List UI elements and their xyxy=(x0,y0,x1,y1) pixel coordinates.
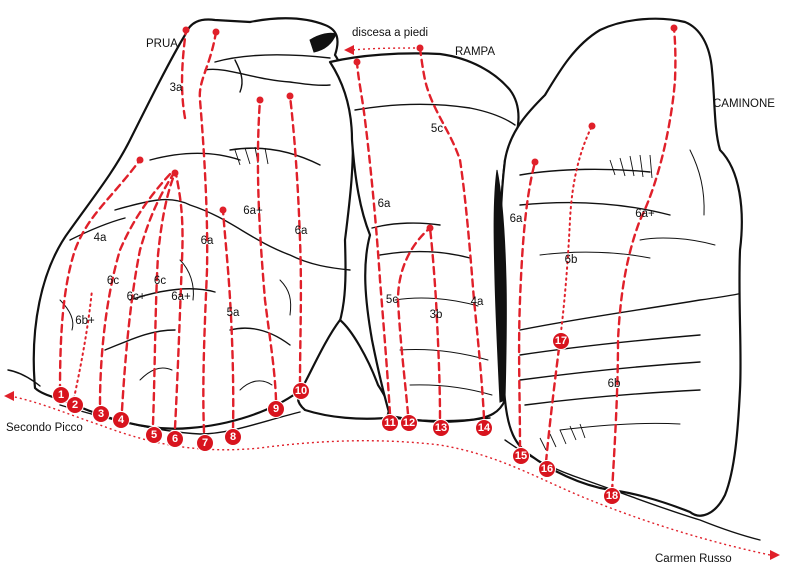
grade-route-2: 6b+ xyxy=(75,315,95,327)
route-line-3 xyxy=(98,170,174,406)
shading xyxy=(234,146,653,451)
prua-block xyxy=(32,17,354,430)
approach-paths xyxy=(4,45,780,560)
place-labels: PRUA discesa a piedi RAMPA CAMINONE Seco… xyxy=(6,27,775,565)
svg-text:15: 15 xyxy=(515,450,527,462)
route-badges: 1 2 3 4 5 6 7 8 9 10 11 12 13 14 15 16 1… xyxy=(52,332,621,505)
route-badge-6[interactable]: 6 xyxy=(166,430,184,448)
route-badge-16[interactable]: 16 xyxy=(538,460,556,478)
route-line-6 xyxy=(173,172,184,430)
svg-text:12: 12 xyxy=(403,417,415,429)
grade-route-4: 6c+ xyxy=(127,291,146,303)
route-badge-11[interactable]: 11 xyxy=(381,414,399,432)
grade-route-10: 6a xyxy=(295,225,308,237)
label-carmen-russo: Carmen Russo xyxy=(655,553,732,565)
route-badge-10[interactable]: 10 xyxy=(292,382,310,400)
route-badge-14[interactable]: 14 xyxy=(475,419,493,437)
route-badge-3[interactable]: 3 xyxy=(92,405,110,423)
svg-text:16: 16 xyxy=(541,463,553,475)
grade-left-arete: 4a xyxy=(94,232,107,244)
route-line-2 xyxy=(73,289,93,399)
route-line-13 xyxy=(428,226,442,420)
route-badge-12[interactable]: 12 xyxy=(400,414,418,432)
route-line-15 xyxy=(517,160,537,450)
route-badge-4[interactable]: 4 xyxy=(112,411,130,429)
grade-rampa-top: 5c xyxy=(431,123,443,135)
caminone-block xyxy=(498,17,743,517)
svg-text:8: 8 xyxy=(230,431,236,443)
label-discesa: discesa a piedi xyxy=(352,27,428,39)
route-line-18 xyxy=(610,26,677,494)
svg-text:1: 1 xyxy=(58,389,64,401)
svg-text:10: 10 xyxy=(295,385,307,397)
grade-route-14: 4a xyxy=(471,296,484,308)
route-tops xyxy=(136,24,678,232)
svg-text:13: 13 xyxy=(435,422,447,434)
svg-text:11: 11 xyxy=(384,417,396,429)
grade-labels: 3a 4a 6b+ 6c 6c+ 6c 6a+ 6a 5a 6a+ 6a 5c … xyxy=(75,82,655,390)
route-line-7 xyxy=(198,30,218,434)
grade-route-8: 5a xyxy=(227,307,240,319)
label-caminone: CAMINONE xyxy=(713,98,775,110)
route-badge-17[interactable]: 17 xyxy=(552,332,570,350)
label-prua: PRUA xyxy=(146,38,178,50)
route-badge-13[interactable]: 13 xyxy=(432,419,450,437)
grade-route-3: 6c xyxy=(107,275,119,287)
route-line-12 xyxy=(396,226,432,416)
grade-route-15: 6a xyxy=(510,213,523,225)
chimney-fissure xyxy=(493,169,507,403)
svg-text:6: 6 xyxy=(172,433,178,445)
svg-text:9: 9 xyxy=(273,403,279,415)
route-badge-7[interactable]: 7 xyxy=(196,434,214,452)
prua-overhang xyxy=(309,32,337,53)
rock-texture xyxy=(59,54,739,431)
route-badge-18[interactable]: 18 xyxy=(603,487,621,505)
grade-route-18: 6a+ xyxy=(635,208,655,220)
svg-text:4: 4 xyxy=(118,414,125,426)
svg-text:3: 3 xyxy=(98,408,104,420)
grade-route-17: 6b xyxy=(565,254,578,266)
route-badge-9[interactable]: 9 xyxy=(267,400,285,418)
grade-route-6: 6a+ xyxy=(171,291,191,303)
svg-text:17: 17 xyxy=(555,335,567,347)
route-line-10 xyxy=(288,94,303,386)
route-badge-2[interactable]: 2 xyxy=(66,396,84,414)
svg-text:5: 5 xyxy=(151,429,157,441)
route-line-5 xyxy=(151,171,177,426)
route-line-16 xyxy=(544,338,562,464)
route-lines xyxy=(58,26,677,494)
route-badge-5[interactable]: 5 xyxy=(145,426,163,444)
label-secondo-picco: Secondo Picco xyxy=(6,422,83,434)
route-line-17 xyxy=(559,125,593,341)
route-badge-8[interactable]: 8 xyxy=(224,428,242,446)
svg-text:14: 14 xyxy=(478,422,491,434)
grade-route-13: 3b xyxy=(430,309,443,321)
route-line-8 xyxy=(221,208,235,432)
route-line-14 xyxy=(418,46,486,420)
grade-route-12: 5c xyxy=(386,294,398,306)
route-line-9 xyxy=(256,98,278,402)
grade-route-7: 6a xyxy=(201,235,214,247)
grade-route-9: 6a+ xyxy=(243,205,263,217)
svg-text:18: 18 xyxy=(606,490,618,502)
grade-route-16: 6b xyxy=(608,378,621,390)
route-line-prua xyxy=(180,28,188,120)
svg-text:2: 2 xyxy=(72,399,78,411)
route-line-1 xyxy=(58,158,142,394)
grade-prua-top: 3a xyxy=(170,82,183,94)
grade-route-11: 6a xyxy=(378,198,391,210)
grade-route-5: 6c xyxy=(154,275,166,287)
route-line-4 xyxy=(120,171,176,412)
label-rampa: RAMPA xyxy=(455,46,495,58)
route-badge-15[interactable]: 15 xyxy=(512,447,530,465)
rampa-slab xyxy=(328,52,520,423)
svg-text:7: 7 xyxy=(202,437,208,449)
route-badge-1[interactable]: 1 xyxy=(52,386,70,404)
route-line-11 xyxy=(355,60,392,416)
